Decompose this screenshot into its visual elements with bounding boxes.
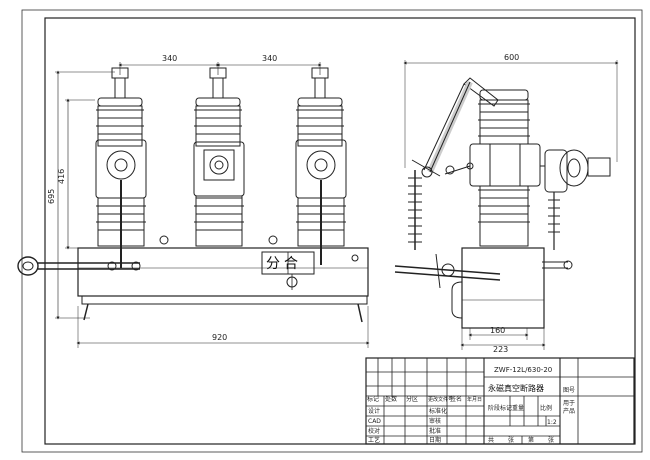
tb-header-3: 更改文件号 — [428, 396, 453, 403]
tb-left-3: 工艺 — [368, 436, 380, 444]
tb-sheet-3: 张 — [548, 436, 554, 444]
dim-side-width: 600 — [504, 53, 519, 62]
dim-height-upper: 416 — [57, 169, 66, 184]
tb-name: 永磁真空断路器 — [488, 383, 544, 393]
tb-mid-0: 标准化 — [429, 407, 447, 415]
tb-header-4: 签名 — [450, 395, 462, 403]
tb-header-2: 分区 — [406, 395, 418, 403]
tb-header-0: 标记 — [367, 395, 379, 403]
side-mechanism-body — [461, 247, 545, 329]
title-block — [365, 357, 635, 445]
tb-sheet-2: 第 — [528, 436, 534, 444]
tb-header-1: 处数 — [385, 395, 397, 403]
dim-pitch-right: 340 — [262, 54, 277, 63]
tb-drawing-no: 图号 — [563, 387, 575, 394]
tb-model: ZWF-12L/630-20 — [494, 366, 552, 374]
base-frame — [81, 295, 368, 305]
tb-stage-1: 重量 — [512, 404, 524, 412]
pole-right — [295, 67, 347, 265]
tb-header-5: 年月日 — [467, 396, 482, 403]
tb-sheet-0: 共 — [488, 436, 494, 444]
tb-stage-0: 阶段标记 — [488, 404, 512, 412]
outer-frame — [21, 9, 643, 453]
tb-stage-2: 比例 — [540, 404, 552, 412]
tb-left-0: 设计 — [368, 407, 380, 415]
tb-left-2: 校对 — [368, 427, 380, 435]
pole-left — [95, 67, 147, 268]
tb-mid-3: 日期 — [429, 436, 441, 444]
dim-side-bottom-outer: 223 — [493, 345, 508, 354]
tb-mid-2: 批准 — [429, 427, 441, 435]
dim-height-total: 695 — [47, 189, 56, 204]
tb-product: 产品 — [563, 407, 575, 415]
front-panel-label: 分合 — [266, 256, 302, 272]
tb-applies: 用于 — [563, 400, 575, 407]
dim-pitch-left: 340 — [162, 54, 177, 63]
inner-frame — [44, 17, 636, 445]
pole-middle — [193, 67, 245, 247]
side-view — [394, 60, 619, 350]
operating-handle — [17, 256, 141, 276]
tb-sheet-1: 张 — [508, 436, 514, 444]
dim-base-length: 920 — [212, 333, 227, 342]
tb-left-1: CAD — [368, 418, 381, 425]
tb-scale: 1:2 — [547, 419, 557, 426]
tb-mid-1: 审核 — [429, 417, 441, 425]
side-arrester-left — [408, 170, 422, 250]
dim-side-bottom-inner: 160 — [490, 326, 505, 335]
front-view — [17, 62, 370, 348]
